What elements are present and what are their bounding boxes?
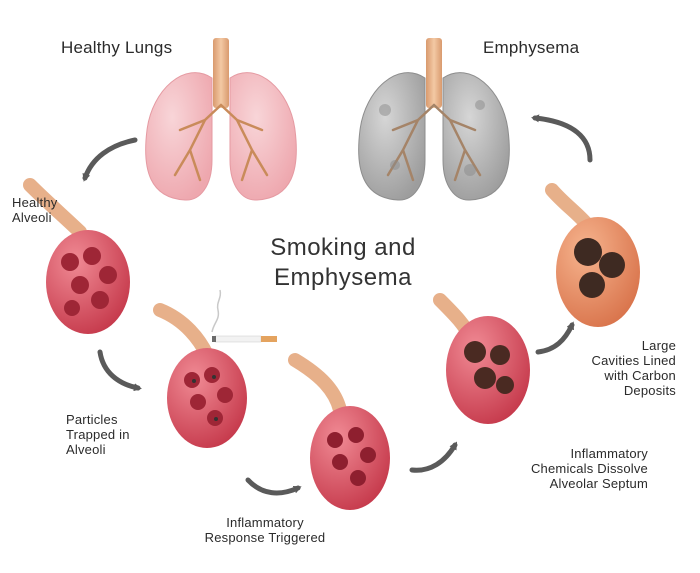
alveoli-large-cavities: [545, 183, 640, 327]
alveoli-healthy: [23, 178, 130, 334]
label-particles-trapped: Particles Trapped in Alveoli: [66, 412, 130, 457]
arrow-inflamed-to-septum: [409, 441, 458, 473]
label-large-cavities: Large Cavities Lined with Carbon Deposit…: [591, 338, 676, 398]
alveoli-inflamed: [288, 353, 390, 510]
arrow-particles-to-inflamed: [245, 477, 302, 496]
healthy-lungs: [145, 38, 297, 201]
emphysema-lungs: [358, 38, 510, 201]
diagram-title: Smoking and Emphysema: [270, 234, 416, 291]
arrow-healthy-to-particles: [97, 349, 142, 392]
arrow-lungs-to-alveoli: [82, 137, 138, 182]
alveoli-septum-dissolving: [433, 293, 530, 424]
label-healthy-alveoli: Healthy Alveoli: [12, 195, 58, 225]
alveoli-particles: [153, 303, 247, 448]
label-emphysema: Emphysema: [483, 38, 580, 57]
flow-arrows: [82, 114, 593, 496]
arrow-septum-to-cavities: [535, 321, 575, 355]
label-healthy-lungs: Healthy Lungs: [61, 38, 173, 57]
arrow-cavities-to-emphysema: [531, 114, 593, 163]
label-inflammatory-response: Inflammatory Response Triggered: [204, 515, 326, 545]
cigarette: [211, 289, 277, 343]
label-inflammatory-chemicals: Inflammatory Chemicals Dissolve Alveolar…: [530, 446, 648, 491]
